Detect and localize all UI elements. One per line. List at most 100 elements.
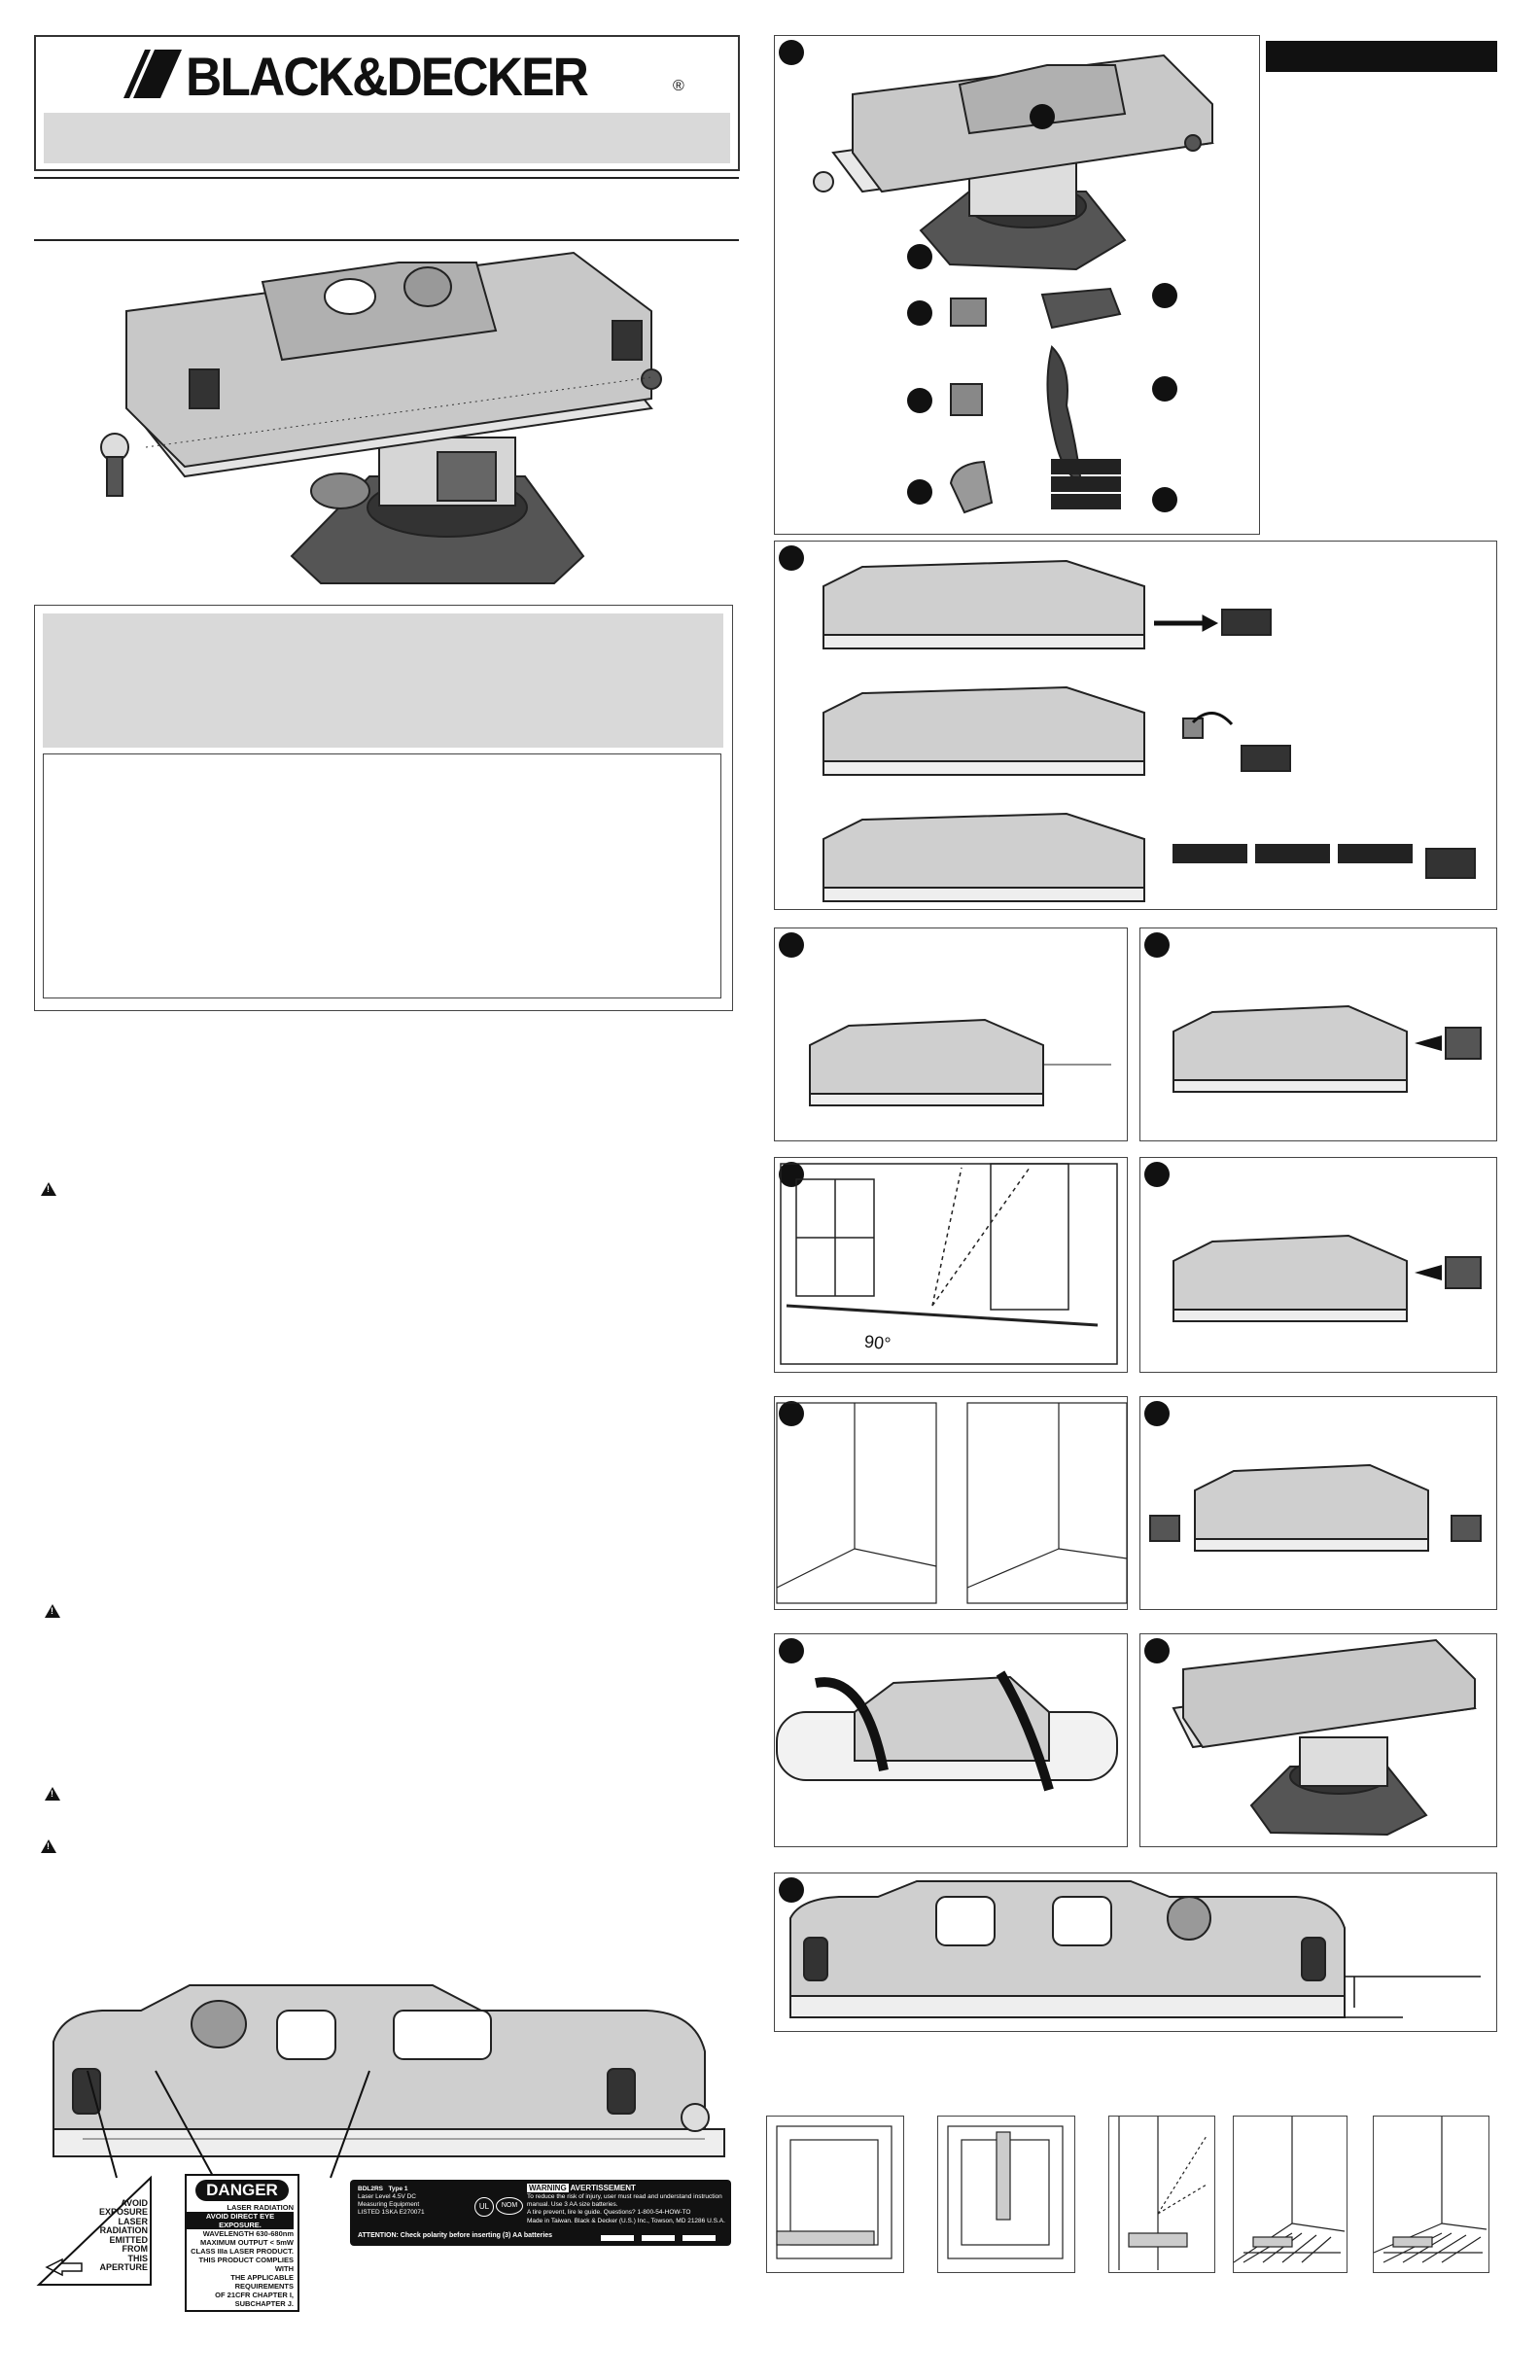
figure-parts bbox=[774, 35, 1260, 535]
registered-mark: ® bbox=[673, 78, 684, 94]
rating-avert-title: AVERTISSEMENT bbox=[570, 2184, 636, 2192]
figure-pivot-base bbox=[1139, 1633, 1497, 1847]
parts-accessories bbox=[949, 287, 1122, 514]
danger-line: CLASS IIIa LASER PRODUCT. bbox=[191, 2247, 294, 2256]
pipe-drawing bbox=[776, 1670, 1118, 1792]
figure-marker bbox=[779, 1162, 804, 1187]
warning-icon bbox=[45, 1787, 60, 1801]
figure-laser-line bbox=[774, 928, 1128, 1141]
figure-attach-end-2 bbox=[1139, 1157, 1497, 1373]
rating-warning-row: WARNING AVERTISSEMENT bbox=[527, 2184, 726, 2193]
room-drawing bbox=[780, 1163, 1118, 1365]
figure-attach-end bbox=[1139, 928, 1497, 1141]
rating-attention: ATTENTION: Check polarity before inserti… bbox=[358, 2232, 553, 2239]
battery-polarity-icons bbox=[601, 2235, 716, 2241]
figure-strap-pipe bbox=[774, 1633, 1128, 1847]
warning-icon bbox=[41, 1182, 56, 1196]
figure-marker bbox=[779, 545, 804, 571]
title-band bbox=[44, 113, 730, 163]
danger-label: DANGER LASER RADIATION AVOID DIRECT EYE … bbox=[185, 2174, 299, 2312]
danger-title: DANGER bbox=[195, 2180, 289, 2201]
cert-nom-icon: NOM bbox=[496, 2197, 523, 2215]
figure-marker bbox=[907, 479, 932, 505]
rating-label: BDL2RS Type 1 Laser Level 4.5V DC Measur… bbox=[350, 2180, 731, 2246]
figure-app-2 bbox=[937, 2116, 1075, 2273]
figure-floor-corners bbox=[774, 1396, 1128, 1610]
label-pointer-lines bbox=[87, 2070, 370, 2179]
logo-hexagon-icon bbox=[123, 50, 182, 98]
danger-line: MAXIMUM OUTPUT < 5mW bbox=[199, 2238, 294, 2247]
figure-app-3 bbox=[1108, 2116, 1215, 2273]
figure-room-90: 90° bbox=[774, 1157, 1128, 1373]
aperture-line: RADIATION bbox=[99, 2225, 148, 2236]
danger-line: WAVELENGTH 630-680nm bbox=[202, 2229, 294, 2238]
app-drawing bbox=[1118, 2117, 1208, 2270]
figure-marker bbox=[779, 40, 804, 65]
rating-type: Type 1 bbox=[388, 2186, 408, 2192]
rating-model: BDL2RS bbox=[358, 2186, 384, 2192]
notice-inner bbox=[43, 753, 721, 998]
figure-marker bbox=[1152, 487, 1177, 512]
figure-marker bbox=[1144, 932, 1170, 958]
divider-bottom bbox=[34, 239, 739, 241]
rating-made-in: Made in Taiwan. Black & Decker (U.S.) In… bbox=[527, 2217, 725, 2224]
aperture-label: AVOID EXPOSURE LASER RADIATION EMITTED F… bbox=[36, 2175, 152, 2286]
header-box: BLACK&DECKER ® bbox=[34, 35, 740, 171]
warning-icon bbox=[45, 1604, 60, 1618]
rating-info-text: A tire prevent, lire le guide. Questions… bbox=[527, 2209, 691, 2217]
figure-marker bbox=[779, 1401, 804, 1426]
aperture-text: AVOID EXPOSURE LASER RADIATION EMITTED F… bbox=[88, 2198, 149, 2273]
figure-marker bbox=[1152, 376, 1177, 402]
figure-marker bbox=[779, 1877, 804, 1903]
notice-band bbox=[43, 613, 723, 748]
rating-warning-title: WARNING bbox=[527, 2184, 569, 2192]
brand-name: BLACK&DECKER bbox=[186, 46, 589, 107]
small-level-drawing bbox=[809, 1018, 1111, 1106]
aperture-line: LASER bbox=[118, 2216, 148, 2226]
figure-marker bbox=[779, 1638, 804, 1663]
danger-line: THIS PRODUCT COMPLIES WITH bbox=[198, 2256, 294, 2273]
app-drawing bbox=[947, 2125, 1064, 2259]
danger-body: LASER RADIATION AVOID DIRECT EYE EXPOSUR… bbox=[187, 2203, 298, 2308]
level-step-3 bbox=[822, 812, 1476, 902]
figure-both-ends bbox=[1139, 1396, 1497, 1610]
brand-logo: BLACK&DECKER ® bbox=[123, 45, 684, 107]
warning-icon bbox=[41, 1839, 56, 1853]
figure-app-4 bbox=[1233, 2116, 1348, 2273]
figure-marker bbox=[779, 932, 804, 958]
aperture-line: EXPOSURE bbox=[98, 2207, 148, 2218]
cert-ul-icon: UL bbox=[474, 2197, 494, 2217]
parts-level-drawing bbox=[813, 53, 1214, 271]
danger-line: THE APPLICABLE REQUIREMENTS bbox=[230, 2273, 294, 2291]
level-step-1 bbox=[822, 559, 1272, 649]
figure-marker bbox=[1152, 283, 1177, 308]
floor-drawing bbox=[776, 1402, 1128, 1604]
rating-right: WARNING AVERTISSEMENT To reduce the risk… bbox=[527, 2184, 726, 2225]
laser-level-bottom-illustration bbox=[52, 1984, 725, 2157]
rating-line: Measuring Equipment bbox=[358, 2201, 420, 2209]
rating-listed: LISTED 1SKA E270071 bbox=[358, 2209, 425, 2217]
rating-model-row: BDL2RS Type 1 bbox=[358, 2186, 474, 2193]
rating-left: BDL2RS Type 1 Laser Level 4.5V DC Measur… bbox=[358, 2186, 474, 2218]
product-illustration bbox=[100, 251, 662, 584]
figure-marker bbox=[1144, 1162, 1170, 1187]
app-drawing bbox=[1233, 2117, 1346, 2263]
figure-marker bbox=[907, 300, 932, 326]
figure-marker bbox=[907, 388, 932, 413]
figure-marker bbox=[1144, 1401, 1170, 1426]
small-level-drawing bbox=[1172, 1004, 1482, 1093]
aperture-line: AVOID bbox=[121, 2198, 148, 2208]
figure-app-1 bbox=[766, 2116, 904, 2273]
figure-app-5 bbox=[1373, 2116, 1489, 2273]
angle-label: 90° bbox=[863, 1331, 892, 1354]
notice-box bbox=[34, 605, 733, 1011]
level-step-2 bbox=[822, 685, 1291, 776]
danger-line: SUBCHAPTER J. bbox=[234, 2299, 294, 2308]
aperture-line: EMITTED FROM bbox=[109, 2234, 149, 2255]
rating-line: Laser Level 4.5V DC bbox=[358, 2193, 416, 2201]
figure-laser-height bbox=[774, 1872, 1497, 2032]
figure-marker bbox=[907, 244, 932, 269]
divider-top bbox=[34, 177, 739, 179]
laser-height-drawing bbox=[789, 1880, 1481, 2018]
app-drawing bbox=[776, 2125, 892, 2259]
